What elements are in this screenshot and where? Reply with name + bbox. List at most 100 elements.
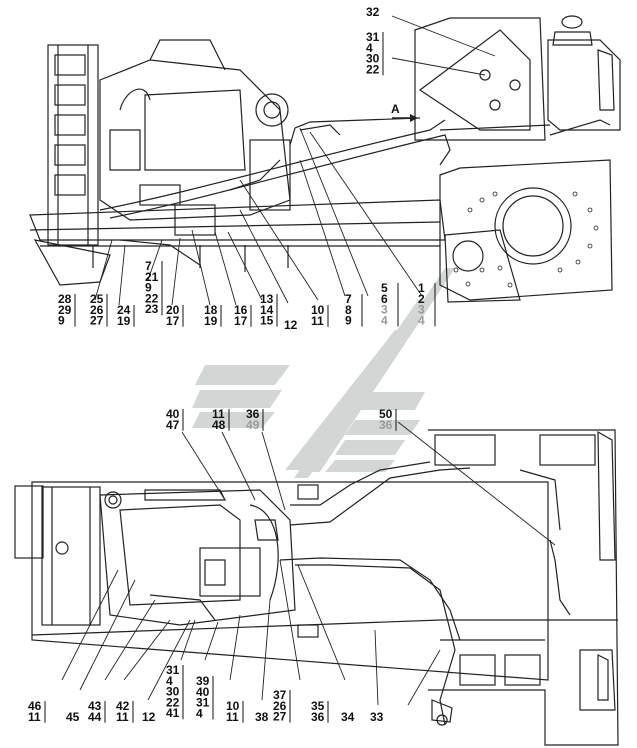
callout-number: 23 bbox=[145, 302, 159, 316]
callout-number: 48 bbox=[212, 418, 226, 432]
callout-number: 29 bbox=[58, 303, 72, 317]
callout-number: 4 bbox=[381, 313, 388, 327]
callout-number: 30 bbox=[366, 52, 380, 66]
callout-number: 11 bbox=[226, 710, 239, 724]
callout-number: 22 bbox=[166, 695, 180, 709]
callout-number: 5 bbox=[381, 281, 388, 295]
callout-number: 34 bbox=[341, 710, 355, 724]
callout-number: 17 bbox=[234, 314, 248, 328]
callout-number: 47 bbox=[166, 418, 180, 432]
callout-number: 1 bbox=[418, 281, 425, 295]
callout-t12: 12 bbox=[284, 318, 298, 332]
callout-number: 36 bbox=[311, 710, 325, 724]
callout-number: 31 bbox=[166, 663, 180, 677]
callout-number: 13 bbox=[260, 292, 274, 306]
callout-number: 36 bbox=[246, 407, 260, 421]
callout-number: 49 bbox=[246, 418, 260, 432]
callout-number: 4 bbox=[196, 706, 203, 720]
callout-b45: 45 bbox=[66, 710, 80, 724]
callout-number: 4 bbox=[366, 41, 373, 55]
callout-number: 11 bbox=[311, 314, 324, 328]
callout-number: 28 bbox=[58, 292, 72, 306]
callout-number: 30 bbox=[166, 685, 180, 699]
callout-number: 14 bbox=[260, 303, 274, 317]
callout-number: 24 bbox=[117, 303, 131, 317]
callout-number: 27 bbox=[90, 314, 104, 328]
callout-b34: 34 bbox=[341, 710, 355, 724]
callout-t32: 32 bbox=[366, 5, 380, 19]
callout-number: 8 bbox=[345, 303, 352, 317]
callout-number: 26 bbox=[273, 699, 287, 713]
callout-number: 21 bbox=[145, 270, 159, 284]
callout-number: 27 bbox=[273, 710, 287, 724]
callout-number: 16 bbox=[234, 303, 248, 317]
callout-number: 37 bbox=[273, 688, 287, 702]
callout-number: 46 bbox=[28, 699, 42, 713]
callout-number: 12 bbox=[142, 710, 156, 724]
callout-number: 45 bbox=[66, 710, 80, 724]
callout-number: 11 bbox=[116, 710, 129, 724]
callout-number: 12 bbox=[284, 318, 298, 332]
callout-number: 22 bbox=[145, 291, 159, 305]
callout-number: 38 bbox=[255, 710, 269, 724]
callout-number: 40 bbox=[196, 685, 210, 699]
callout-number: 4 bbox=[166, 674, 173, 688]
side-view-drawing bbox=[29, 15, 621, 303]
plan-view-drawing bbox=[14, 429, 619, 746]
callout-number: 36 bbox=[379, 418, 393, 432]
callout-number: 17 bbox=[166, 314, 180, 328]
callout-number: 7 bbox=[145, 259, 152, 273]
plan-view-leaders bbox=[61, 421, 556, 706]
callout-number: 50 bbox=[379, 407, 393, 421]
callout-b33: 33 bbox=[370, 710, 384, 724]
view-marker-a: A bbox=[391, 102, 400, 116]
callout-number: 35 bbox=[311, 699, 325, 713]
callout-number: 3 bbox=[418, 303, 425, 317]
callout-number: 40 bbox=[166, 407, 180, 421]
callout-number: 11 bbox=[28, 710, 41, 724]
callout-b38: 38 bbox=[255, 710, 269, 724]
callout-number: 11 bbox=[212, 407, 225, 421]
callout-number: 19 bbox=[204, 314, 218, 328]
watermark-logo bbox=[192, 268, 455, 478]
callout-number: 10 bbox=[311, 303, 325, 317]
callout-number: 19 bbox=[117, 314, 131, 328]
side-view-leaders bbox=[94, 15, 496, 306]
callout-number: 3 bbox=[381, 303, 388, 317]
callout-number: 41 bbox=[166, 706, 180, 720]
callout-number: 31 bbox=[366, 30, 380, 44]
callout-number: 9 bbox=[145, 281, 152, 295]
callout-number: 15 bbox=[260, 314, 274, 328]
callout-number: 10 bbox=[226, 699, 240, 713]
callout-t7b: 789 bbox=[345, 292, 363, 328]
callout-number: 22 bbox=[366, 62, 380, 76]
callout-number: 2 bbox=[418, 292, 425, 306]
callout-b12: 12 bbox=[142, 710, 156, 724]
callout-number: 25 bbox=[90, 292, 104, 306]
callout-number: 9 bbox=[345, 314, 352, 328]
callout-number: 32 bbox=[366, 5, 380, 19]
